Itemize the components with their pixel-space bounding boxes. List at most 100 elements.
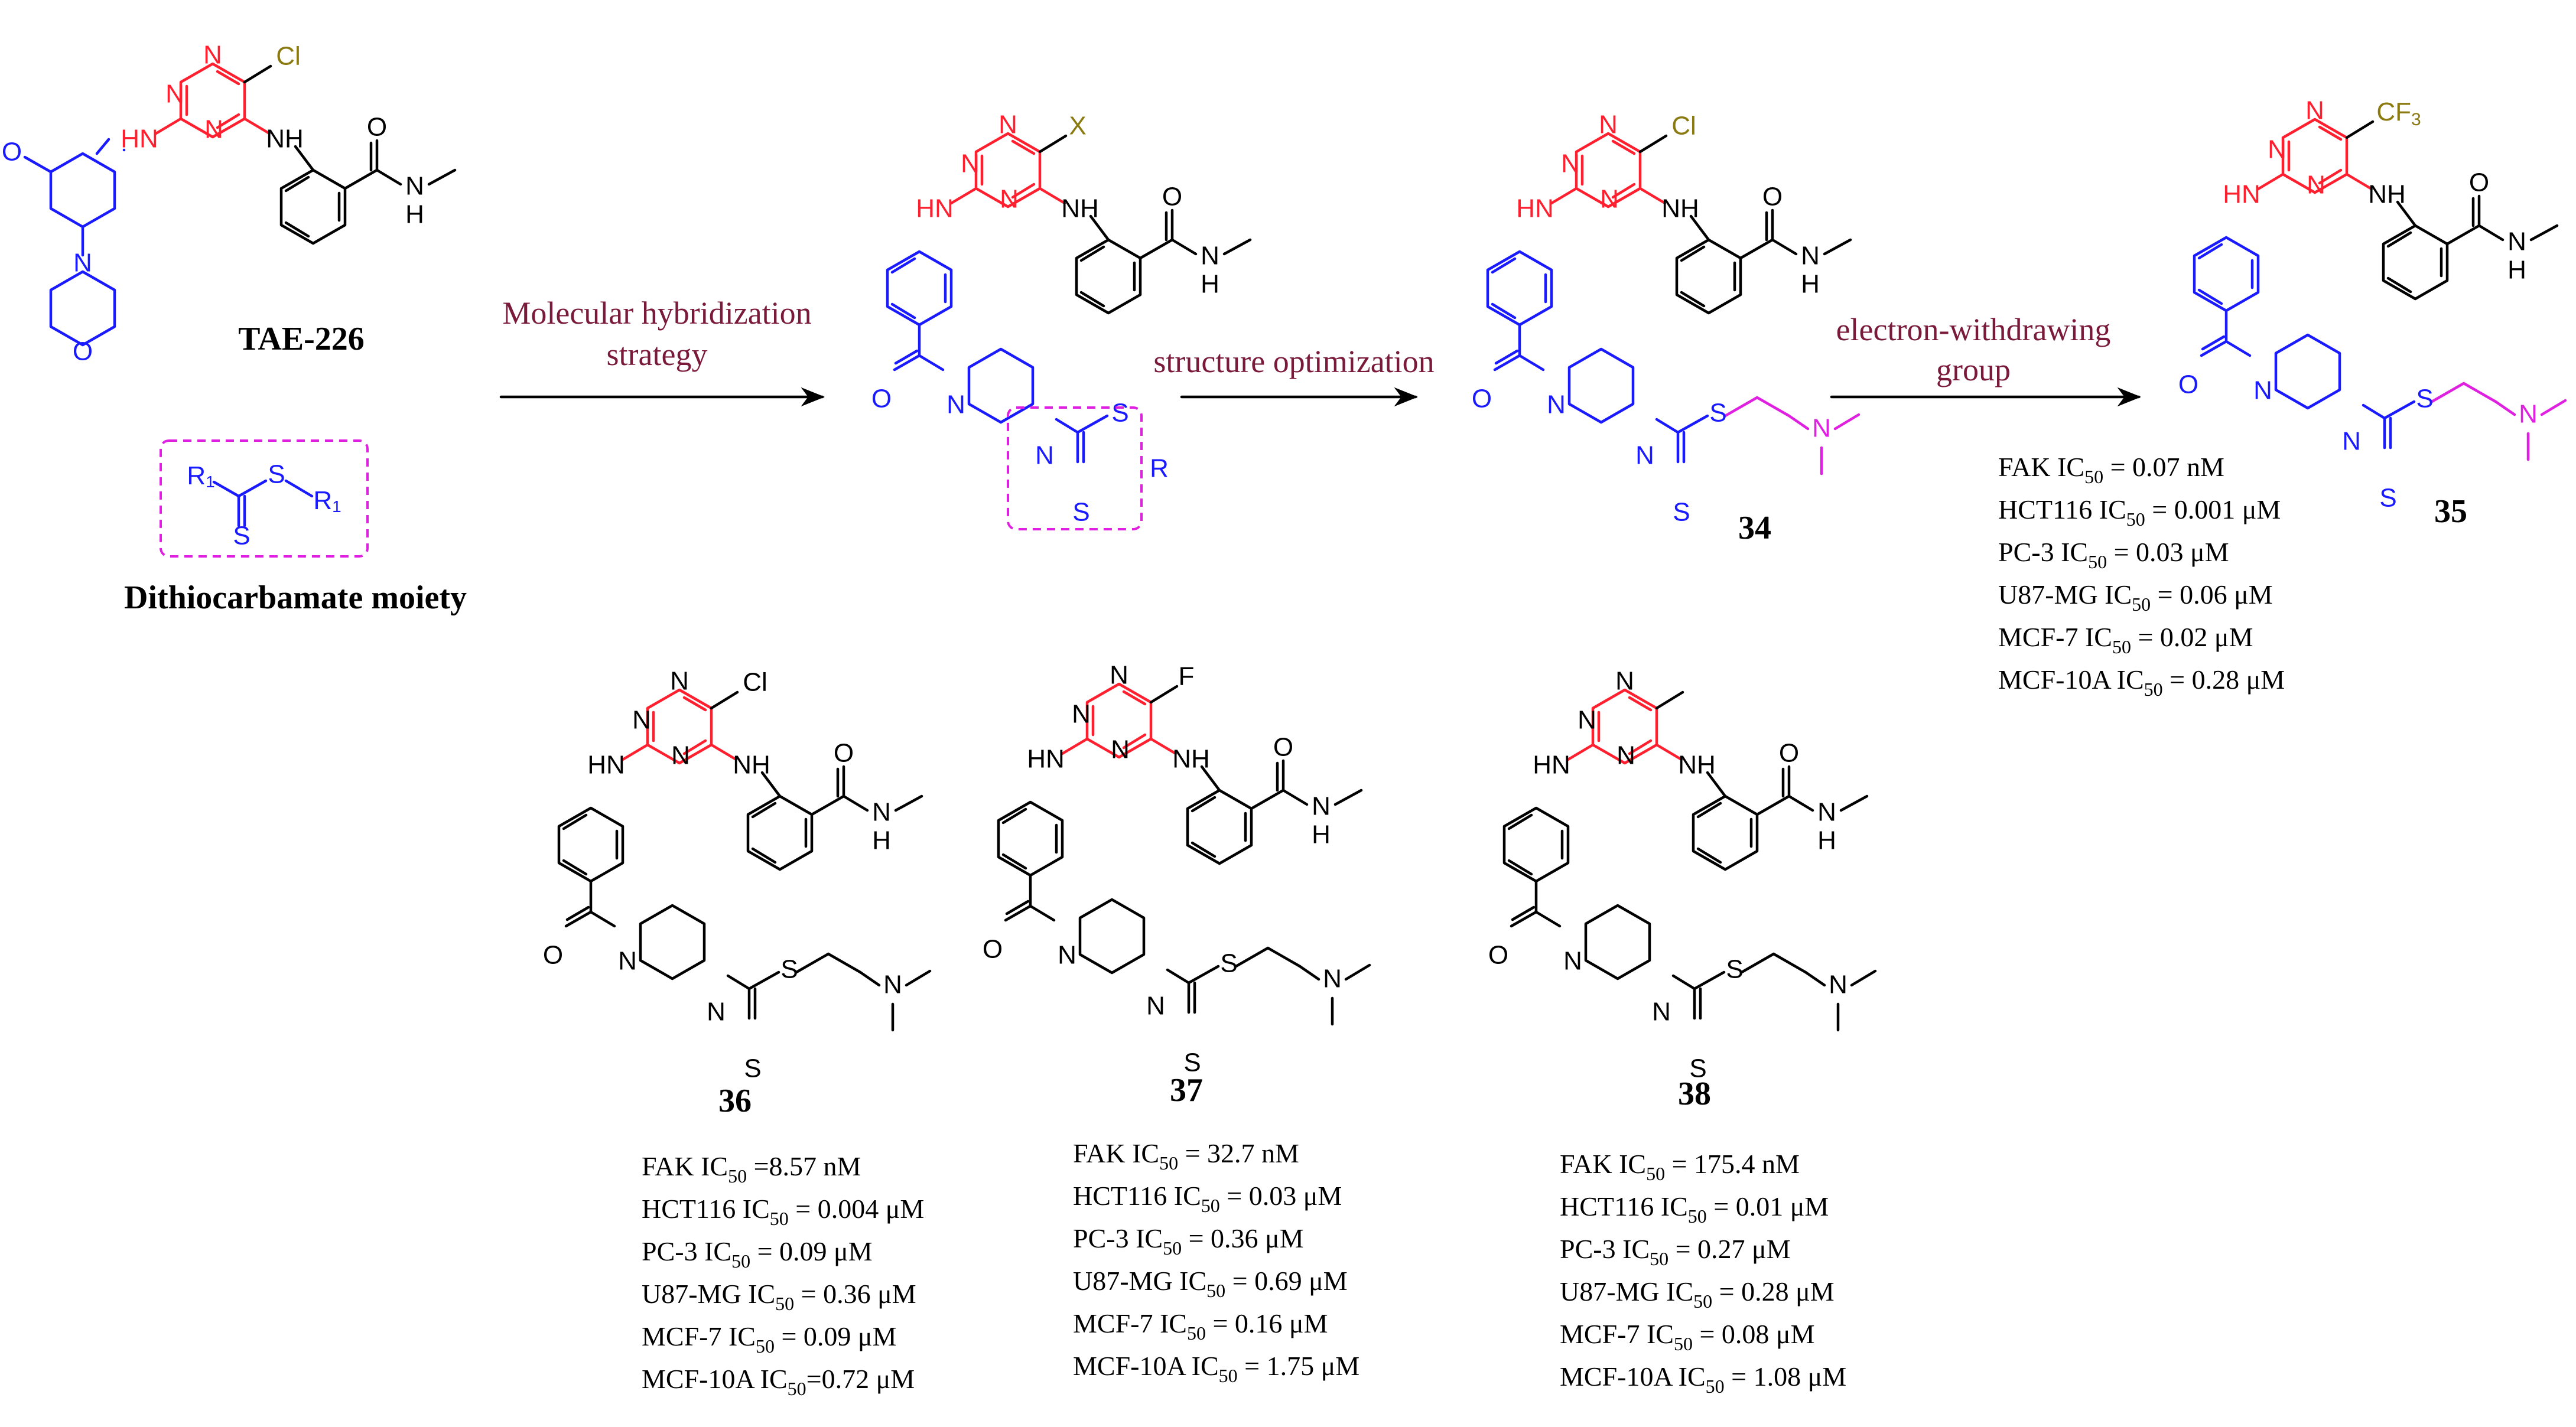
atom-label: N — [1111, 735, 1130, 764]
tae226-structure: N N N HN NH Cl O N H O N O — [2, 41, 455, 366]
atom-label: X — [1069, 112, 1086, 141]
atom-label: N — [1599, 110, 1618, 139]
activity-row: MCF-7 IC50 = 0.09 μM — [642, 1321, 897, 1357]
atom-label: O — [367, 113, 387, 142]
atom-label: O — [543, 941, 563, 970]
activity-row: PC-3 IC50 = 0.36 μM — [1073, 1223, 1304, 1259]
atom-label: H — [1801, 270, 1820, 299]
atom-label: N — [1035, 441, 1054, 470]
atom-label: Cl — [743, 668, 767, 697]
atom-label: N — [1563, 947, 1582, 976]
atom-label: NH — [733, 751, 770, 780]
atom-label: N — [1547, 390, 1566, 419]
atom-label: S — [1709, 399, 1726, 428]
atom-label: N — [1561, 149, 1580, 178]
atom-label: N — [1201, 242, 1219, 271]
atom-label: HN — [916, 194, 954, 223]
activity-row: MCF-7 IC50 = 0.16 μM — [1073, 1308, 1328, 1344]
atom-label: S — [1726, 955, 1743, 984]
atom-label: NH — [2368, 180, 2406, 209]
atom-label: N — [707, 998, 726, 1027]
atom-label: S — [268, 460, 285, 489]
atom-label: N — [405, 172, 424, 201]
atom-label: HN — [2223, 180, 2260, 209]
atom-label: N — [671, 741, 690, 770]
activity-row: HCT116 IC50 = 0.004 μM — [642, 1194, 924, 1229]
activity-row: MCF-10A IC50 = 1.75 μM — [1073, 1351, 1359, 1386]
arrow-label: electron-withdrawing — [1836, 312, 2111, 347]
atom-label: N — [1812, 414, 1831, 443]
compound-37-structure: N N N HN NH F O N H O N N S S N — [983, 661, 1370, 1077]
atom-label: S — [233, 522, 250, 550]
activity-row: PC-3 IC50 = 0.27 μM — [1560, 1234, 1791, 1269]
atom-label: F — [1179, 662, 1195, 691]
atom-label: H — [1817, 826, 1836, 855]
atom-label: NH — [266, 125, 304, 154]
activity-row: U87-MG IC50 = 0.69 μM — [1073, 1266, 1348, 1301]
atom-label: O — [2178, 370, 2198, 399]
activity-row: U87-MG IC50 = 0.36 μM — [642, 1279, 916, 1314]
atom-label: N — [165, 80, 184, 109]
atom-label: S — [1220, 949, 1237, 978]
compound-label-moiety: Dithiocarbamate moiety — [124, 579, 467, 616]
atom-label: N — [618, 947, 637, 976]
activity-row: MCF-7 IC50 = 0.08 μM — [1560, 1319, 1815, 1354]
atom-label: S — [744, 1054, 761, 1083]
atom-label: N — [1578, 706, 1596, 735]
atom-label: S — [2379, 484, 2396, 513]
atom-label: HN — [1027, 745, 1065, 774]
atom-label: N — [1801, 242, 1820, 271]
compound-label-36: 36 — [718, 1083, 752, 1119]
atom-label: Cl — [276, 42, 301, 71]
atom-label: NH — [1172, 745, 1210, 774]
atom-label: N — [632, 706, 651, 735]
atom-label: N — [2305, 96, 2324, 125]
compound-label-38: 38 — [1678, 1076, 1711, 1112]
atom-label: N — [73, 249, 92, 278]
atom-label: N — [947, 390, 965, 419]
atom-label: N — [2307, 171, 2325, 200]
compound-label-34: 34 — [1738, 510, 1771, 546]
atom-label: CF3 — [2376, 97, 2421, 129]
atom-label: S — [780, 955, 798, 984]
atom-label: S — [1072, 498, 1089, 527]
atom-label: S — [1111, 399, 1128, 428]
activity-list-38: FAK IC50 = 175.4 nM HCT116 IC50 = 0.01 μM… — [1560, 1149, 1846, 1397]
atom-label: NH — [1678, 751, 1716, 780]
atom-label: H — [1201, 270, 1219, 299]
activity-row: HCT116 IC50 = 0.03 μM — [1073, 1181, 1342, 1216]
atom-label: N — [2507, 227, 2526, 256]
atom-label: N — [204, 115, 223, 144]
atom-label: O — [1472, 385, 1492, 413]
atom-label: N — [2253, 376, 2272, 405]
atom-label: O — [1779, 739, 1799, 768]
atom-label: N — [1600, 185, 1619, 214]
atom-label: N — [872, 798, 891, 827]
atom-label: N — [1312, 792, 1331, 821]
atom-label: N — [1829, 970, 1848, 999]
compound-36-structure: N N N HN NH Cl O N H O N N S S N — [543, 667, 930, 1083]
activity-row: FAK IC50 = 175.4 nM — [1560, 1149, 1800, 1184]
atom-label: N — [961, 149, 980, 178]
atom-label: N — [883, 970, 902, 999]
activity-row: PC-3 IC50 = 0.03 μM — [1998, 537, 2229, 572]
activity-row: MCF-10A IC50 = 1.08 μM — [1560, 1361, 1846, 1397]
arrow-label: structure optimization — [1153, 344, 1434, 379]
hybrid-structure: N N N HN NH X O N H O N N S S R — [871, 110, 1250, 527]
dithiocarbamate-moiety: R1 S R1 S — [187, 460, 341, 550]
atom-label: HN — [587, 751, 625, 780]
activity-row: U87-MG IC50 = 0.06 μM — [1998, 579, 2273, 615]
atom-label: N — [1110, 661, 1128, 690]
atom-label: N — [2342, 427, 2361, 456]
dithiocarbamate-box — [160, 439, 369, 558]
compound-label-tae226: TAE-226 — [238, 321, 365, 357]
compound-label-37: 37 — [1170, 1072, 1203, 1109]
atom-label: HN — [1533, 751, 1570, 780]
atom-label: N — [1616, 741, 1635, 770]
atom-label: N — [1000, 185, 1019, 214]
compound-38-structure: N N N HN NH O N H O N N S S N — [1488, 667, 1875, 1083]
activity-row: HCT116 IC50 = 0.01 μM — [1560, 1191, 1829, 1227]
atom-label: S — [1673, 498, 1690, 527]
